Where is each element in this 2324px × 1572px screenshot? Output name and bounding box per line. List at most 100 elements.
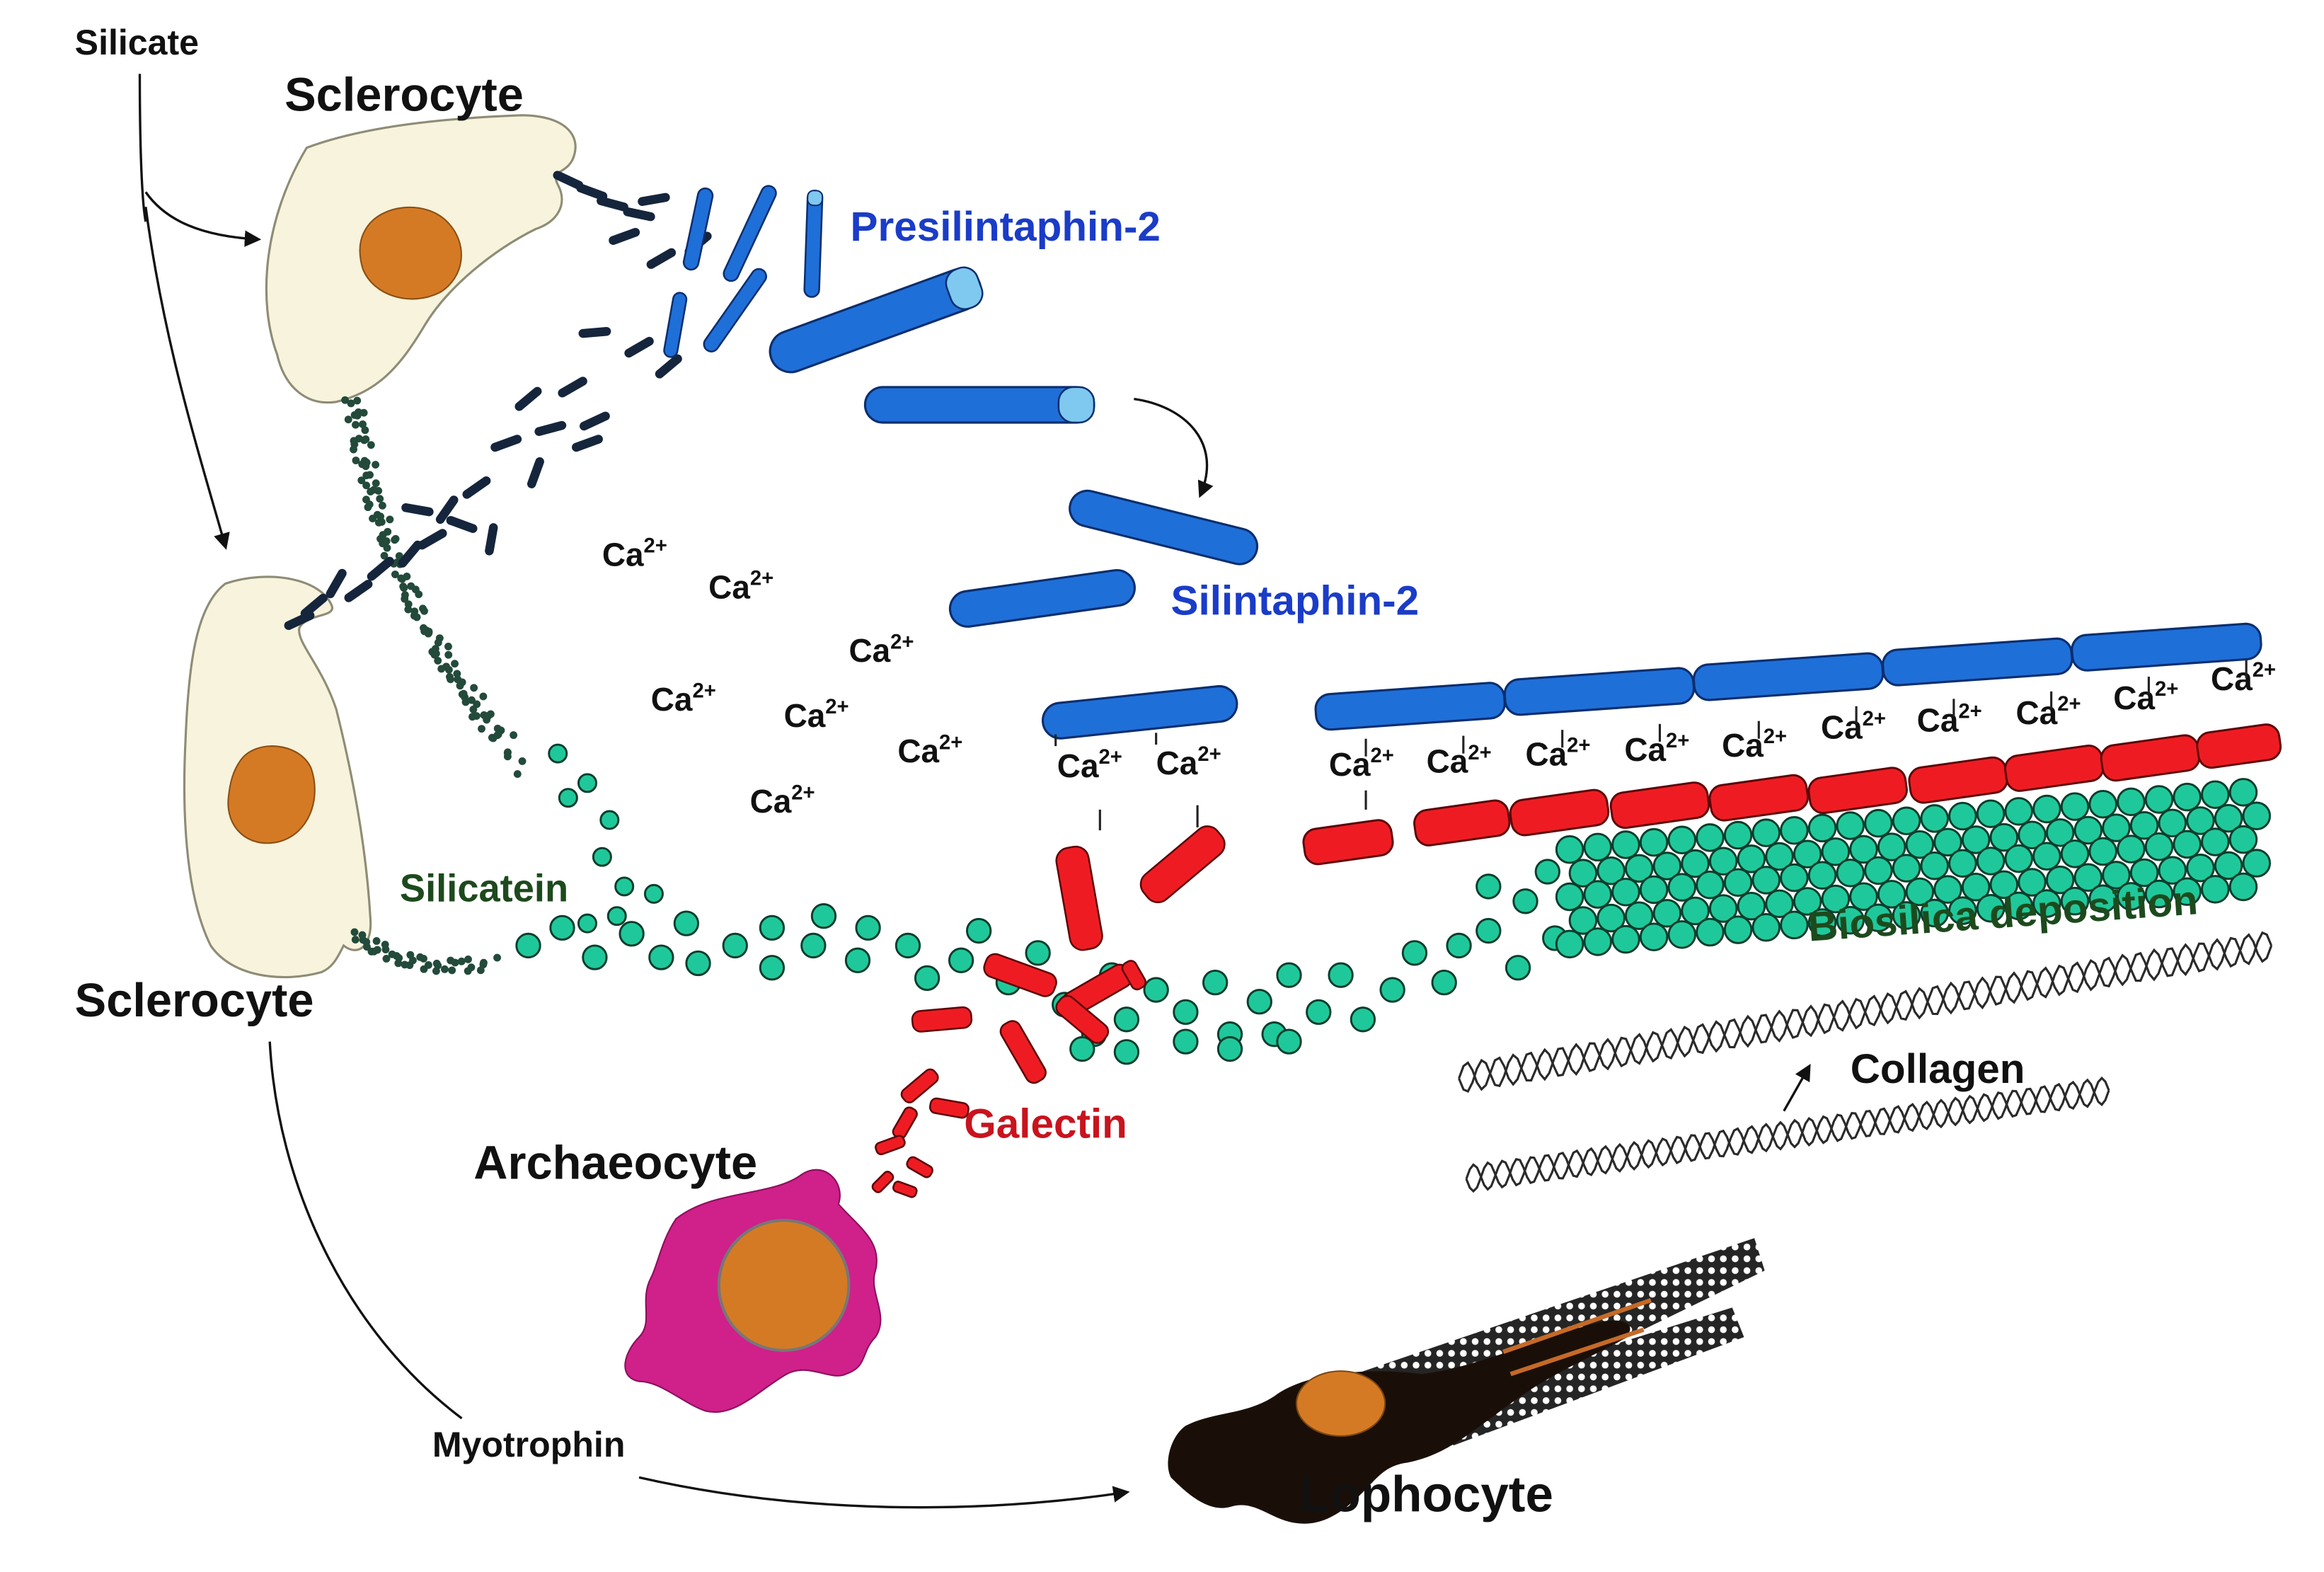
vesicle-dot: [382, 537, 391, 545]
silica-sphere: [2032, 842, 2061, 871]
fragment-rod: [344, 580, 373, 602]
vesicle-dot: [411, 612, 420, 620]
galectin-segment: [2004, 745, 2105, 792]
silica-sphere: [1723, 820, 1753, 850]
silica-sphere: [2242, 801, 2272, 830]
silica-sphere: [1892, 901, 1921, 930]
silica-sphere: [1446, 932, 1472, 959]
silica-sphere: [1864, 856, 1893, 885]
silica-sphere: [1723, 915, 1753, 944]
calcium-ion: Ca2+: [2113, 678, 2178, 716]
vesicle-dot: [453, 670, 461, 678]
vesicle-dot: [362, 462, 370, 471]
fragment-rod: [490, 435, 522, 452]
silica-sphere: [592, 847, 612, 867]
sclerocyte-bottom-label: Sclerocyte: [75, 975, 314, 1027]
lophocyte-label: Lophocyte: [1299, 1467, 1553, 1522]
silica-sphere: [1143, 977, 1169, 1003]
silica-sphere: [2004, 891, 2033, 921]
silica-sphere: [1976, 894, 2006, 923]
silica-sphere: [2186, 806, 2215, 835]
vesicle-dot: [472, 712, 481, 721]
silica-sphere: [2242, 849, 2272, 878]
nucleus-icon: [227, 745, 316, 844]
vesicle-dot: [394, 959, 403, 968]
silica-sphere: [2214, 803, 2243, 833]
silica-sphere: [1173, 999, 1199, 1026]
vesicle-dot: [361, 426, 369, 435]
silica-sphere: [2045, 818, 2075, 847]
silica-sphere: [2032, 889, 2061, 918]
silica-sphere: [1920, 898, 1949, 928]
presilintaphin-label: Presilintaphin-2: [851, 204, 1161, 250]
silica-sphere: [2144, 785, 2174, 814]
vesicle-dot: [372, 937, 381, 945]
galectin-fragment: [1139, 825, 1226, 904]
silintaphin-segment: [1314, 682, 1506, 731]
silica-sphere: [2004, 797, 2033, 826]
fragment-rod: [609, 228, 640, 245]
silica-sphere: [2214, 851, 2243, 880]
vesicle-dot: [437, 665, 446, 673]
silica-sphere: [1568, 859, 1598, 888]
silica-sphere: [1639, 875, 1669, 905]
silica-sphere: [2173, 782, 2202, 812]
vesicle-dot: [363, 943, 371, 951]
silica-sphere: [1807, 908, 1837, 937]
silica-sphere: [722, 932, 748, 959]
vesicle-dot: [355, 435, 363, 443]
vesicle-dot: [351, 936, 359, 944]
silica-sphere: [2088, 837, 2117, 866]
vesicle-dot: [510, 731, 518, 740]
silica-sphere: [1113, 1039, 1140, 1065]
silica-sphere: [2045, 865, 2075, 895]
silica-sphere: [759, 955, 786, 981]
silica-sphere: [582, 944, 608, 970]
silicate-to-bottom-sclerocyte-arrow: [144, 207, 230, 550]
silica-sphere: [2173, 877, 2202, 906]
silica-sphere: [1696, 870, 1725, 900]
silica-sphere: [1611, 924, 1640, 954]
silica-sphere: [1624, 901, 1654, 930]
calcium-bridges: [1054, 660, 2248, 831]
silica-sphere: [2158, 856, 2187, 885]
vesicle-dot: [347, 399, 355, 408]
silica-sphere: [1836, 859, 1865, 888]
vesicle-dot: [425, 961, 432, 969]
fragment-rod: [623, 207, 655, 222]
silica-sphere: [855, 914, 881, 941]
silica-sphere: [1611, 878, 1640, 907]
silica-sphere: [2144, 879, 2174, 909]
silica-sphere: [1920, 804, 1949, 833]
sclerocyte-cell-icon: [265, 114, 577, 404]
silica-sphere: [1202, 969, 1229, 996]
vesicle-dot: [376, 495, 384, 503]
fragment-rod: [527, 457, 544, 488]
silica-sphere: [1976, 847, 2006, 876]
fragment-rod: [572, 435, 603, 452]
vesicle-dot: [489, 734, 497, 742]
silica-sphere: [2060, 886, 2090, 916]
silica-sphere: [1807, 813, 1837, 843]
silica-sphere: [1708, 847, 1738, 876]
silica-sphere: [1765, 842, 1794, 871]
silica-sphere: [2158, 808, 2187, 838]
silintaphin-chain: [1314, 622, 2262, 731]
silica-sphere: [1877, 832, 1906, 861]
calcium-ion: Ca2+: [1526, 734, 1591, 772]
vesicle-dot: [513, 770, 522, 779]
galectin-fragment: [906, 1156, 933, 1178]
fragment-rod: [446, 516, 478, 534]
collagen-arrow: [1783, 1064, 1811, 1112]
silica-sphere: [1025, 940, 1051, 966]
vesicle-dot: [440, 965, 449, 973]
vesicle-dot: [409, 956, 417, 965]
vesicle-dot: [404, 600, 413, 609]
vesicle-dot: [359, 420, 367, 428]
vesicle-dot: [373, 510, 381, 519]
collagen-fiber-icon: [1458, 931, 2273, 1193]
silica-sphere: [558, 788, 578, 808]
vesicle-dot: [458, 690, 466, 699]
vesicle-dot: [362, 471, 371, 480]
